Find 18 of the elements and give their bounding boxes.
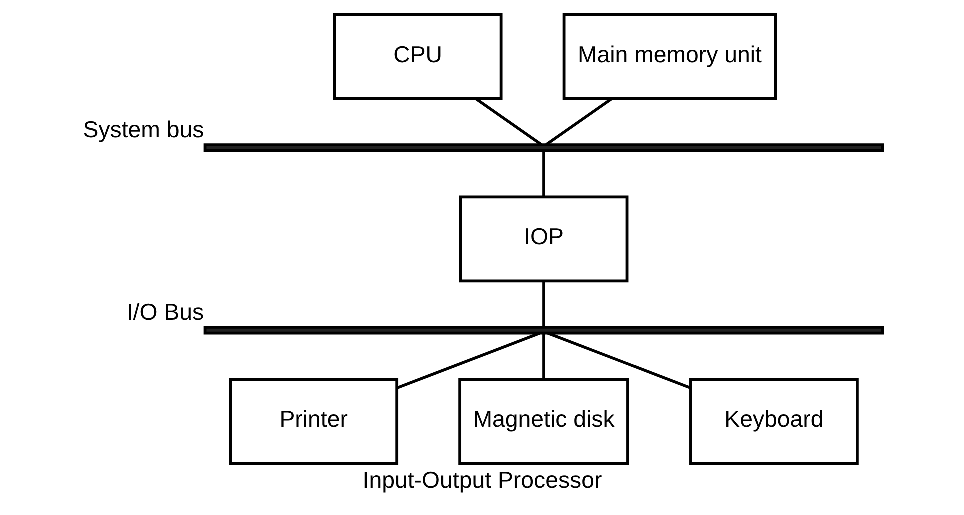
node-box: Main memory unit	[562, 12, 777, 100]
connector	[396, 332, 540, 390]
connector	[547, 332, 691, 390]
node-box: IOP	[458, 195, 628, 282]
node-bar	[203, 326, 884, 334]
connector	[542, 280, 545, 327]
connector	[542, 150, 545, 196]
connector	[545, 97, 612, 146]
node-box: CPU	[332, 12, 502, 100]
caption: Input-Output Processor	[362, 466, 602, 492]
node-label: I/O Bus	[126, 298, 204, 324]
node-label: System bus	[82, 116, 204, 142]
node-box: Keyboard	[689, 378, 858, 465]
connector	[542, 332, 545, 379]
node-box: Printer	[228, 378, 398, 465]
node-bar	[203, 143, 884, 152]
connector	[474, 97, 542, 146]
node-box: Magnetic disk	[458, 378, 629, 465]
